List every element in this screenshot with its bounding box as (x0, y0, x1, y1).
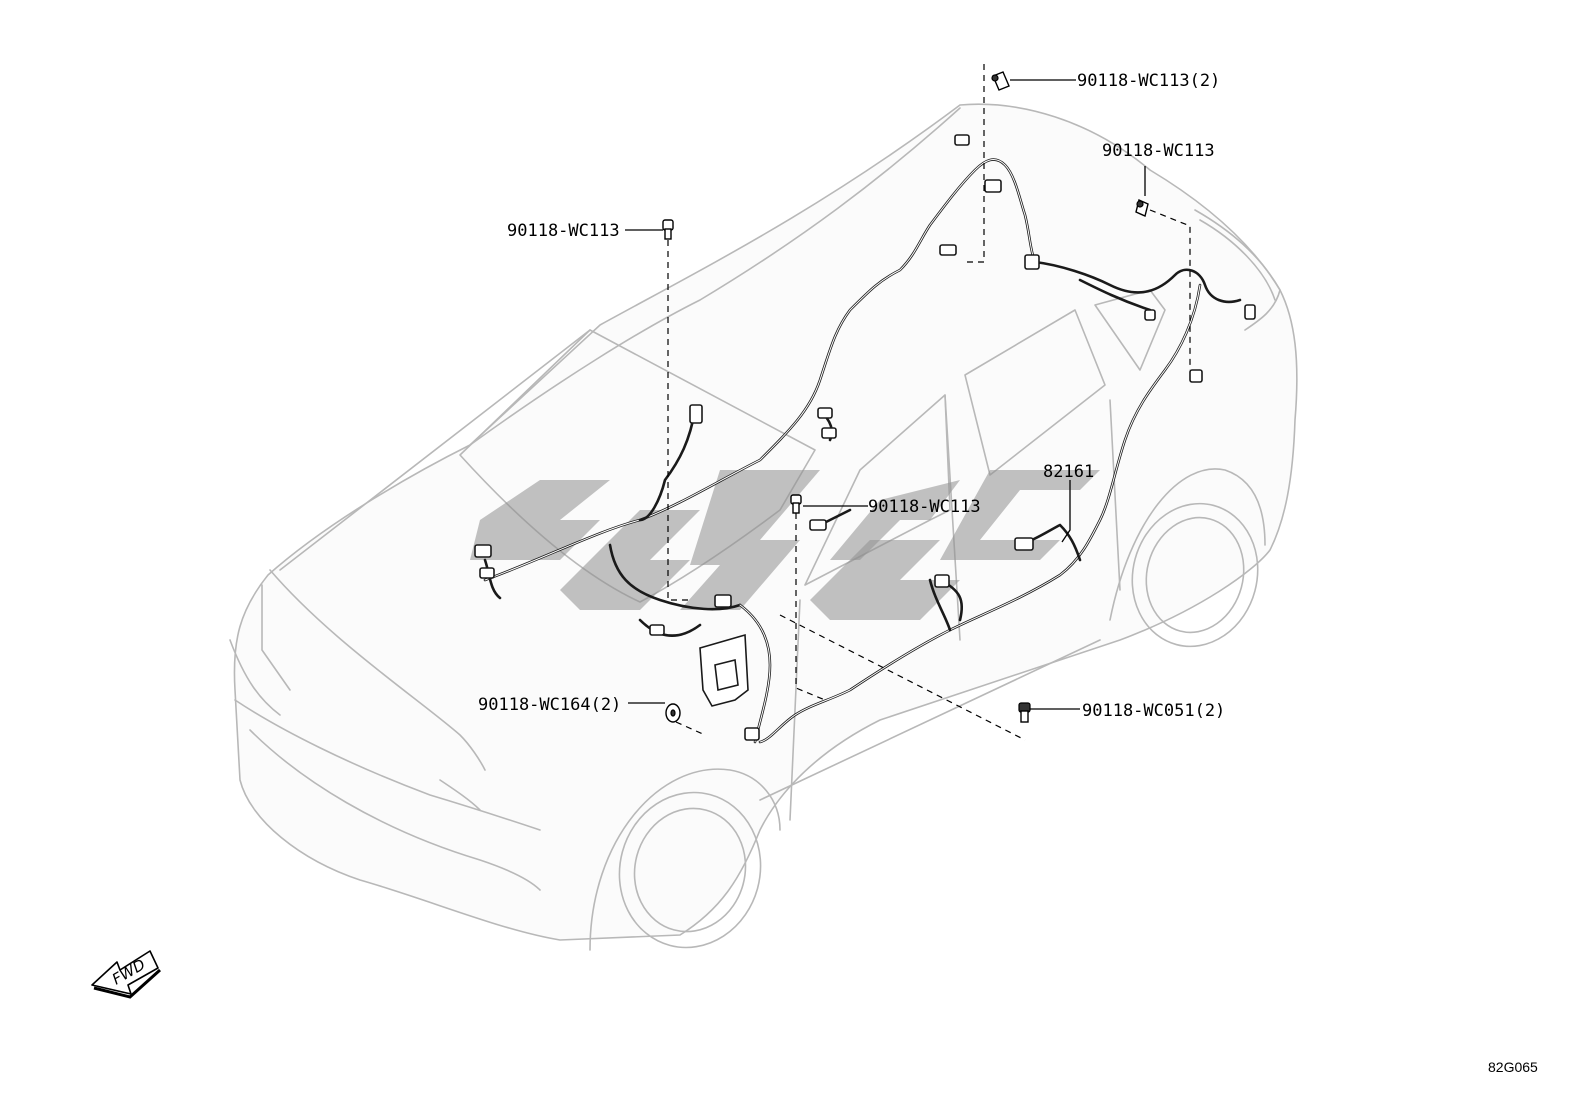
clip-right-icon (1135, 199, 1149, 217)
clip-left-icon (662, 219, 674, 240)
fasteners (662, 71, 1149, 723)
clip-center-icon (790, 494, 802, 514)
bolt-lower-right-icon (1018, 702, 1031, 723)
brand-watermark-icon (470, 470, 1100, 620)
callout-82161: 82161 (1043, 462, 1094, 482)
grommet-icon (665, 703, 681, 723)
leader-lines (625, 79, 1146, 710)
callout-90118-wc113-2-top: 90118-WC113(2) (1077, 71, 1220, 91)
callout-90118-wc164-2: 90118-WC164(2) (478, 695, 621, 715)
locator-dashed-lines (667, 64, 1191, 741)
callout-90118-wc113-right: 90118-WC113 (1102, 141, 1215, 161)
callout-90118-wc051-2: 90118-WC051(2) (1082, 701, 1225, 721)
callout-90118-wc113-center: 90118-WC113 (868, 497, 981, 517)
diagram-code: 82G065 (1488, 1059, 1538, 1075)
clip-top-right-icon (991, 71, 1010, 91)
part-callouts: 90118-WC113(2) 90118-WC113 90118-WC113 9… (478, 71, 1225, 721)
callout-90118-wc113-left: 90118-WC113 (507, 221, 620, 241)
harness-connectors (474, 134, 1256, 741)
forward-direction-arrow: FWD (91, 950, 162, 999)
floor-wire-harness (483, 158, 1242, 744)
